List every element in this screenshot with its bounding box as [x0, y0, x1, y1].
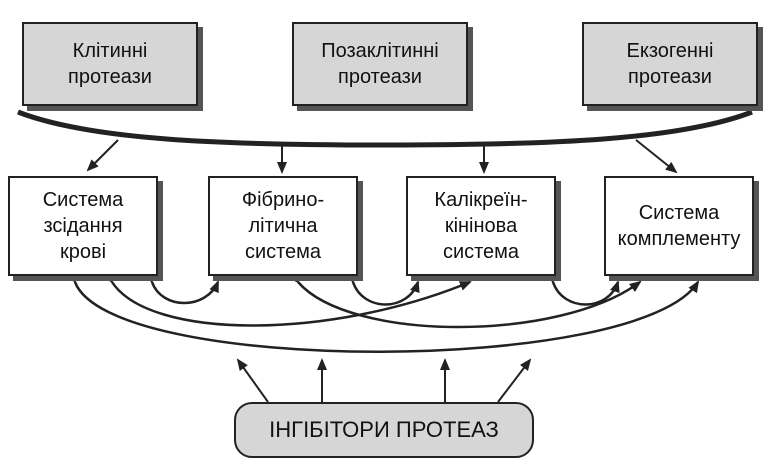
source-extracellular-proteases: Позаклітинні протеази — [292, 22, 468, 106]
arc-coagulation-fibrinolytic — [143, 270, 220, 305]
arrow-to-complement — [635, 139, 678, 174]
system-kallikrein-kinin: Калікреїн- кінінова система — [406, 176, 556, 276]
arc-fibrinolytic-kallikrein — [345, 270, 420, 306]
arc-coagulation-kallikrein — [102, 270, 472, 327]
arc-fibrinolytic-complement — [287, 271, 642, 329]
system-coagulation: Система зсідання крові — [8, 176, 158, 276]
arrow-to-coagulation — [86, 139, 119, 172]
inhibitor-arrow-4 — [497, 358, 532, 403]
arc-coagulation-complement — [66, 270, 700, 353]
system-complement: Система комплементу — [604, 176, 754, 276]
system-fibrinolytic: Фібрино- літична система — [208, 176, 358, 276]
source-brace — [17, 109, 753, 148]
inhibitor-arrow-1 — [236, 358, 269, 403]
inhibitors-box: ІНГІБІТОРИ ПРОТЕАЗ — [234, 402, 534, 458]
source-cellular-proteases: Клітинні протеази — [22, 22, 198, 106]
source-exogenous-proteases: Екзогенні протеази — [582, 22, 758, 106]
